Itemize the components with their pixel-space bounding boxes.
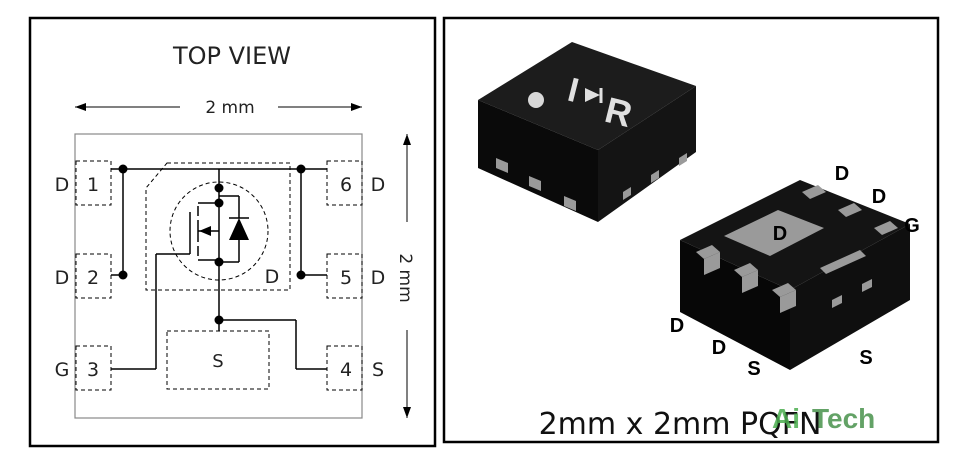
pkg-pin-label-2: D <box>872 186 886 208</box>
pin-num-6: 6 <box>340 174 352 196</box>
watermark-tech: Tech <box>812 403 875 434</box>
bottom-package-leads <box>696 185 898 313</box>
pkg-pin-label-5: D <box>712 337 726 359</box>
height-dimension-label: 2 mm <box>395 253 415 302</box>
left-panel-frame <box>28 16 437 448</box>
pin1-dot-icon <box>528 92 544 108</box>
drain-pad-outline <box>145 162 291 291</box>
pin-pads <box>75 160 363 391</box>
mosfet-circle <box>169 181 269 281</box>
pin-pad-5 <box>326 253 363 299</box>
source-pad-label: S <box>212 351 223 372</box>
pin-name-2: D <box>55 267 70 289</box>
pkg-pin-label-3: G <box>904 215 920 237</box>
pin-num-4: 4 <box>340 359 352 381</box>
pin-pad-2 <box>75 253 112 299</box>
pin-pad-6 <box>326 160 363 206</box>
logo-diode-icon <box>585 88 600 102</box>
pin-pad-4 <box>326 345 363 391</box>
pin-pad-1 <box>75 160 112 206</box>
pkg-pin-label-4: D <box>670 315 684 337</box>
pin-name-4: S <box>372 359 384 381</box>
top-view-title: TOP VIEW <box>172 42 291 70</box>
pkg-pin-label-1: D <box>835 163 849 185</box>
package-top-side: I R <box>478 42 696 222</box>
bottom-pad-label: D <box>773 223 787 245</box>
pin-pad-3 <box>75 345 112 391</box>
pin-num-2: 2 <box>87 267 99 289</box>
source-pad-outline <box>166 330 270 390</box>
pin-name-1: D <box>55 174 70 196</box>
pin-name-5: D <box>371 267 386 289</box>
pin-num-5: 5 <box>340 267 352 289</box>
drain-pad-label: D <box>265 266 280 288</box>
width-dimension-label: 2 mm <box>205 98 254 118</box>
package-caption: 2mm x 2mm PQFN <box>539 407 822 442</box>
top-package-leads <box>496 153 687 211</box>
exposed-drain-pad <box>724 210 824 256</box>
watermark-ai: Ai <box>772 403 800 434</box>
package-photo-panel: I R <box>442 16 940 444</box>
package-bottom-side <box>680 180 910 370</box>
pin-name-3: G <box>55 359 70 381</box>
pkg-pin-label-7: S <box>859 347 872 369</box>
body-diode-icon <box>229 218 249 240</box>
width-dimension <box>75 103 362 111</box>
pin-num-1: 1 <box>87 174 99 196</box>
channel-arrow-icon <box>199 226 211 236</box>
top-view-panel: TOP VIEW 2 mm 2 mm <box>28 16 437 448</box>
junction-dots <box>118 164 306 325</box>
height-dimension <box>403 134 411 418</box>
pin-name-6: D <box>371 174 386 196</box>
pkg-pin-label-6: S <box>747 358 760 380</box>
pin-num-3: 3 <box>87 359 99 381</box>
